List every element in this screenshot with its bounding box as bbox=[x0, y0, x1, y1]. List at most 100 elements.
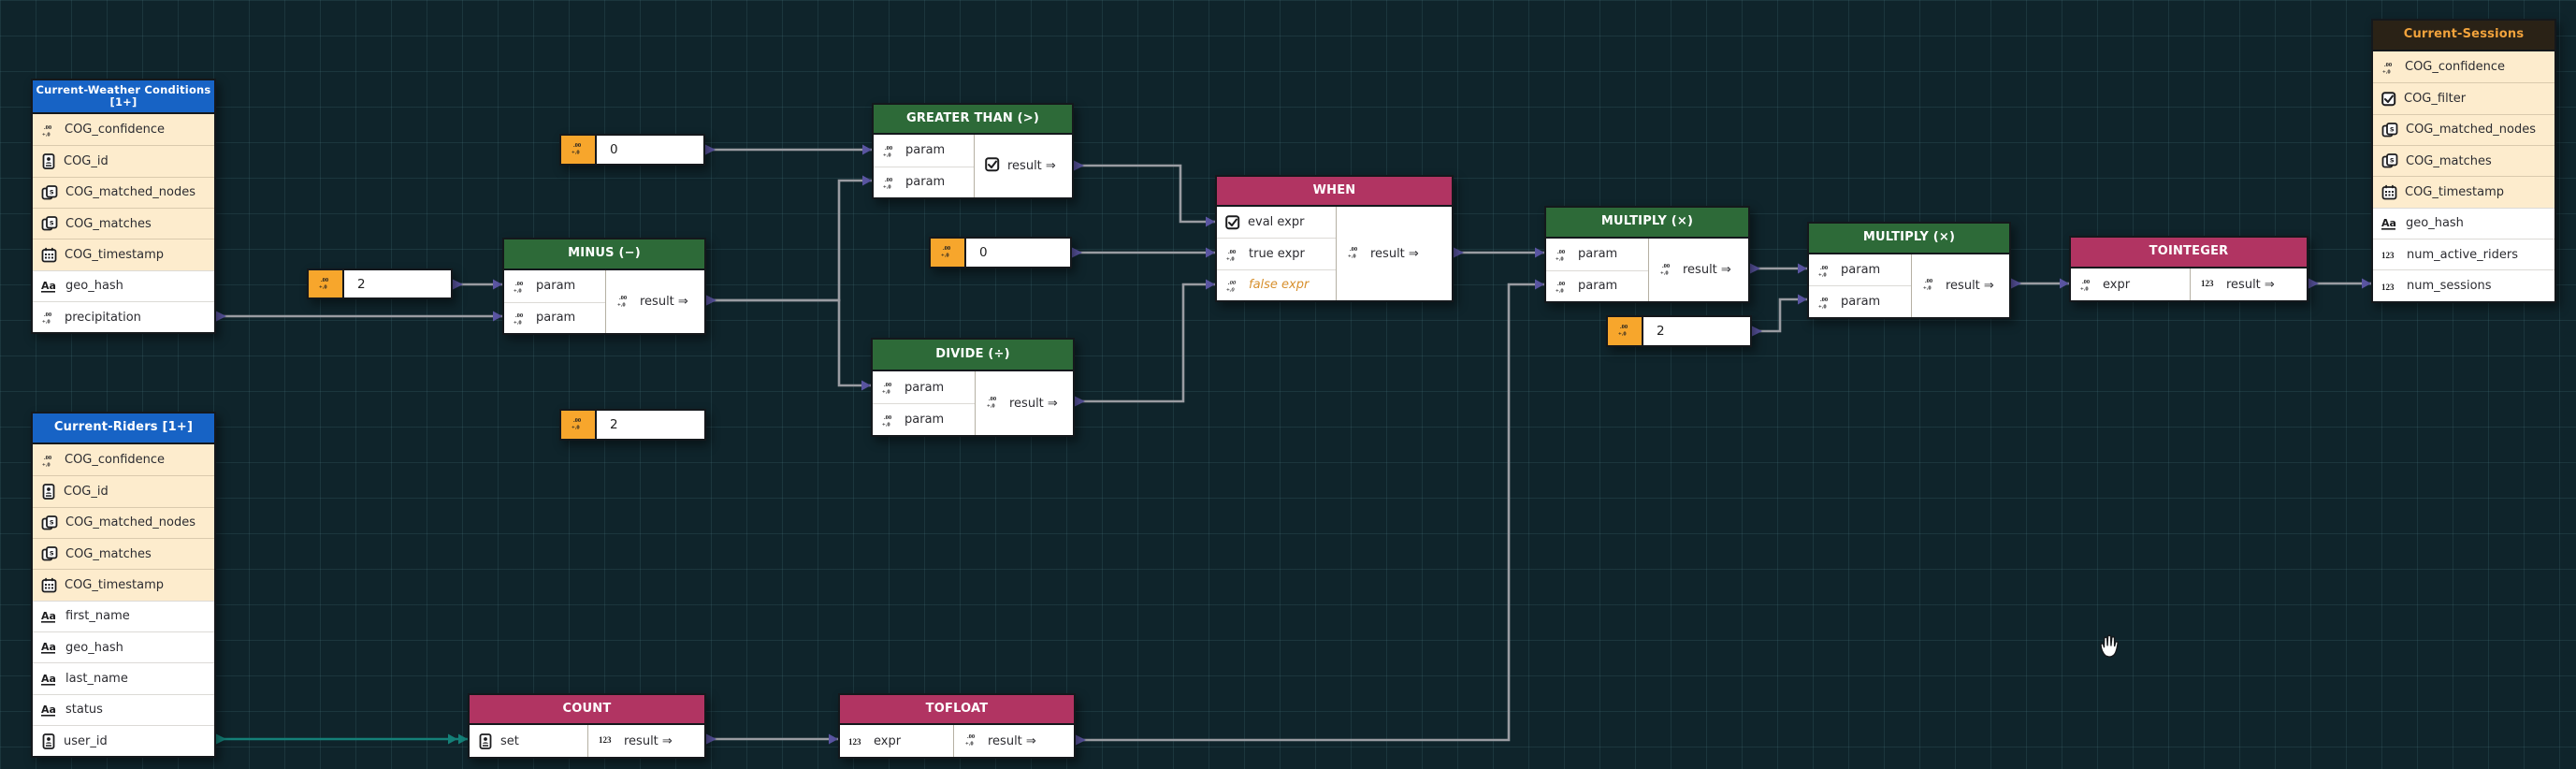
port-row-cog-id[interactable]: COG_id bbox=[33, 475, 214, 507]
node-header-current-sessions[interactable]: Current-Sessions bbox=[2373, 21, 2554, 51]
port-row-cog-timestamp[interactable]: COG_timestamp bbox=[2373, 176, 2554, 208]
edge-multiply1-result-to-multiply2-param1[interactable] bbox=[1750, 263, 1807, 274]
edge-divide-result-to-when-false[interactable] bbox=[1075, 279, 1215, 407]
port-row-cog-id[interactable]: COG_id bbox=[33, 145, 214, 177]
result-port[interactable]: result ⇒ bbox=[975, 135, 1072, 197]
node-header-divide[interactable]: DIVIDE (÷) bbox=[873, 340, 1073, 371]
node-header-greater-than[interactable]: GREATER THAN (>) bbox=[874, 105, 1072, 135]
port-row-user-id[interactable]: user_id bbox=[33, 725, 214, 757]
port-row-cog-timestamp[interactable]: COG_timestamp bbox=[33, 239, 214, 270]
edge-precipitation-to-minus-param2[interactable] bbox=[216, 311, 502, 322]
literal-value-input[interactable]: 0 bbox=[597, 136, 703, 164]
port-row-cog-filter[interactable]: COG_filter bbox=[2373, 82, 2554, 114]
edge-when-result-to-multiply1-param1[interactable] bbox=[1454, 247, 1544, 258]
literal-value-input[interactable]: 2 bbox=[344, 270, 451, 297]
edge-greater-result-to-when-eval[interactable] bbox=[1074, 160, 1215, 227]
port-row-cog-timestamp[interactable]: COG_timestamp bbox=[33, 569, 214, 601]
node-header-tofloat[interactable]: TOFLOAT bbox=[840, 695, 1074, 725]
edge-literal0-to-when-true[interactable] bbox=[1072, 247, 1215, 258]
literal-value-input[interactable]: 2 bbox=[1643, 317, 1750, 345]
edge-tofloat-result-to-multiply1-param2[interactable] bbox=[1076, 279, 1544, 746]
edge-userid-to-count-set[interactable] bbox=[216, 733, 468, 745]
port-row-eval-expr[interactable]: eval expr bbox=[1217, 207, 1336, 239]
edge-minus-result-to-greater-param2[interactable] bbox=[706, 175, 872, 306]
edge-literal2-to-minus-param1[interactable] bbox=[453, 279, 502, 290]
edge-multiply2-result-to-tointeger-expr[interactable] bbox=[2011, 278, 2069, 289]
node-header-when[interactable]: WHEN bbox=[1217, 177, 1452, 207]
node-header-tointeger[interactable]: TOINTEGER bbox=[2071, 238, 2307, 268]
literal-value-input[interactable]: 2 bbox=[597, 411, 704, 439]
port-row-set[interactable]: set bbox=[470, 725, 587, 757]
edge-count-result-to-tofloat-expr[interactable] bbox=[706, 733, 838, 745]
node-header-count[interactable]: COUNT bbox=[470, 695, 704, 725]
edge-literal2-to-multiply2-param2[interactable] bbox=[1752, 294, 1807, 337]
node-header-minus[interactable]: MINUS (−) bbox=[504, 239, 704, 270]
node-header-current-riders[interactable]: Current-Riders [1+] bbox=[33, 414, 214, 444]
node-header-multiply-1[interactable]: MULTIPLY (×) bbox=[1546, 208, 1748, 239]
edge-literal0-to-greater-param1[interactable] bbox=[705, 144, 872, 155]
edge-minus-result-to-divide-param1[interactable] bbox=[706, 295, 871, 391]
literal-value-input[interactable]: 0 bbox=[966, 239, 1070, 267]
node-header-current-weather-conditions[interactable]: Current-Weather Conditions[1+] bbox=[33, 80, 214, 114]
node-header-multiply-2[interactable]: MULTIPLY (×) bbox=[1809, 224, 2009, 254]
edge-tointeger-result-to-num-sessions[interactable] bbox=[2308, 278, 2371, 289]
